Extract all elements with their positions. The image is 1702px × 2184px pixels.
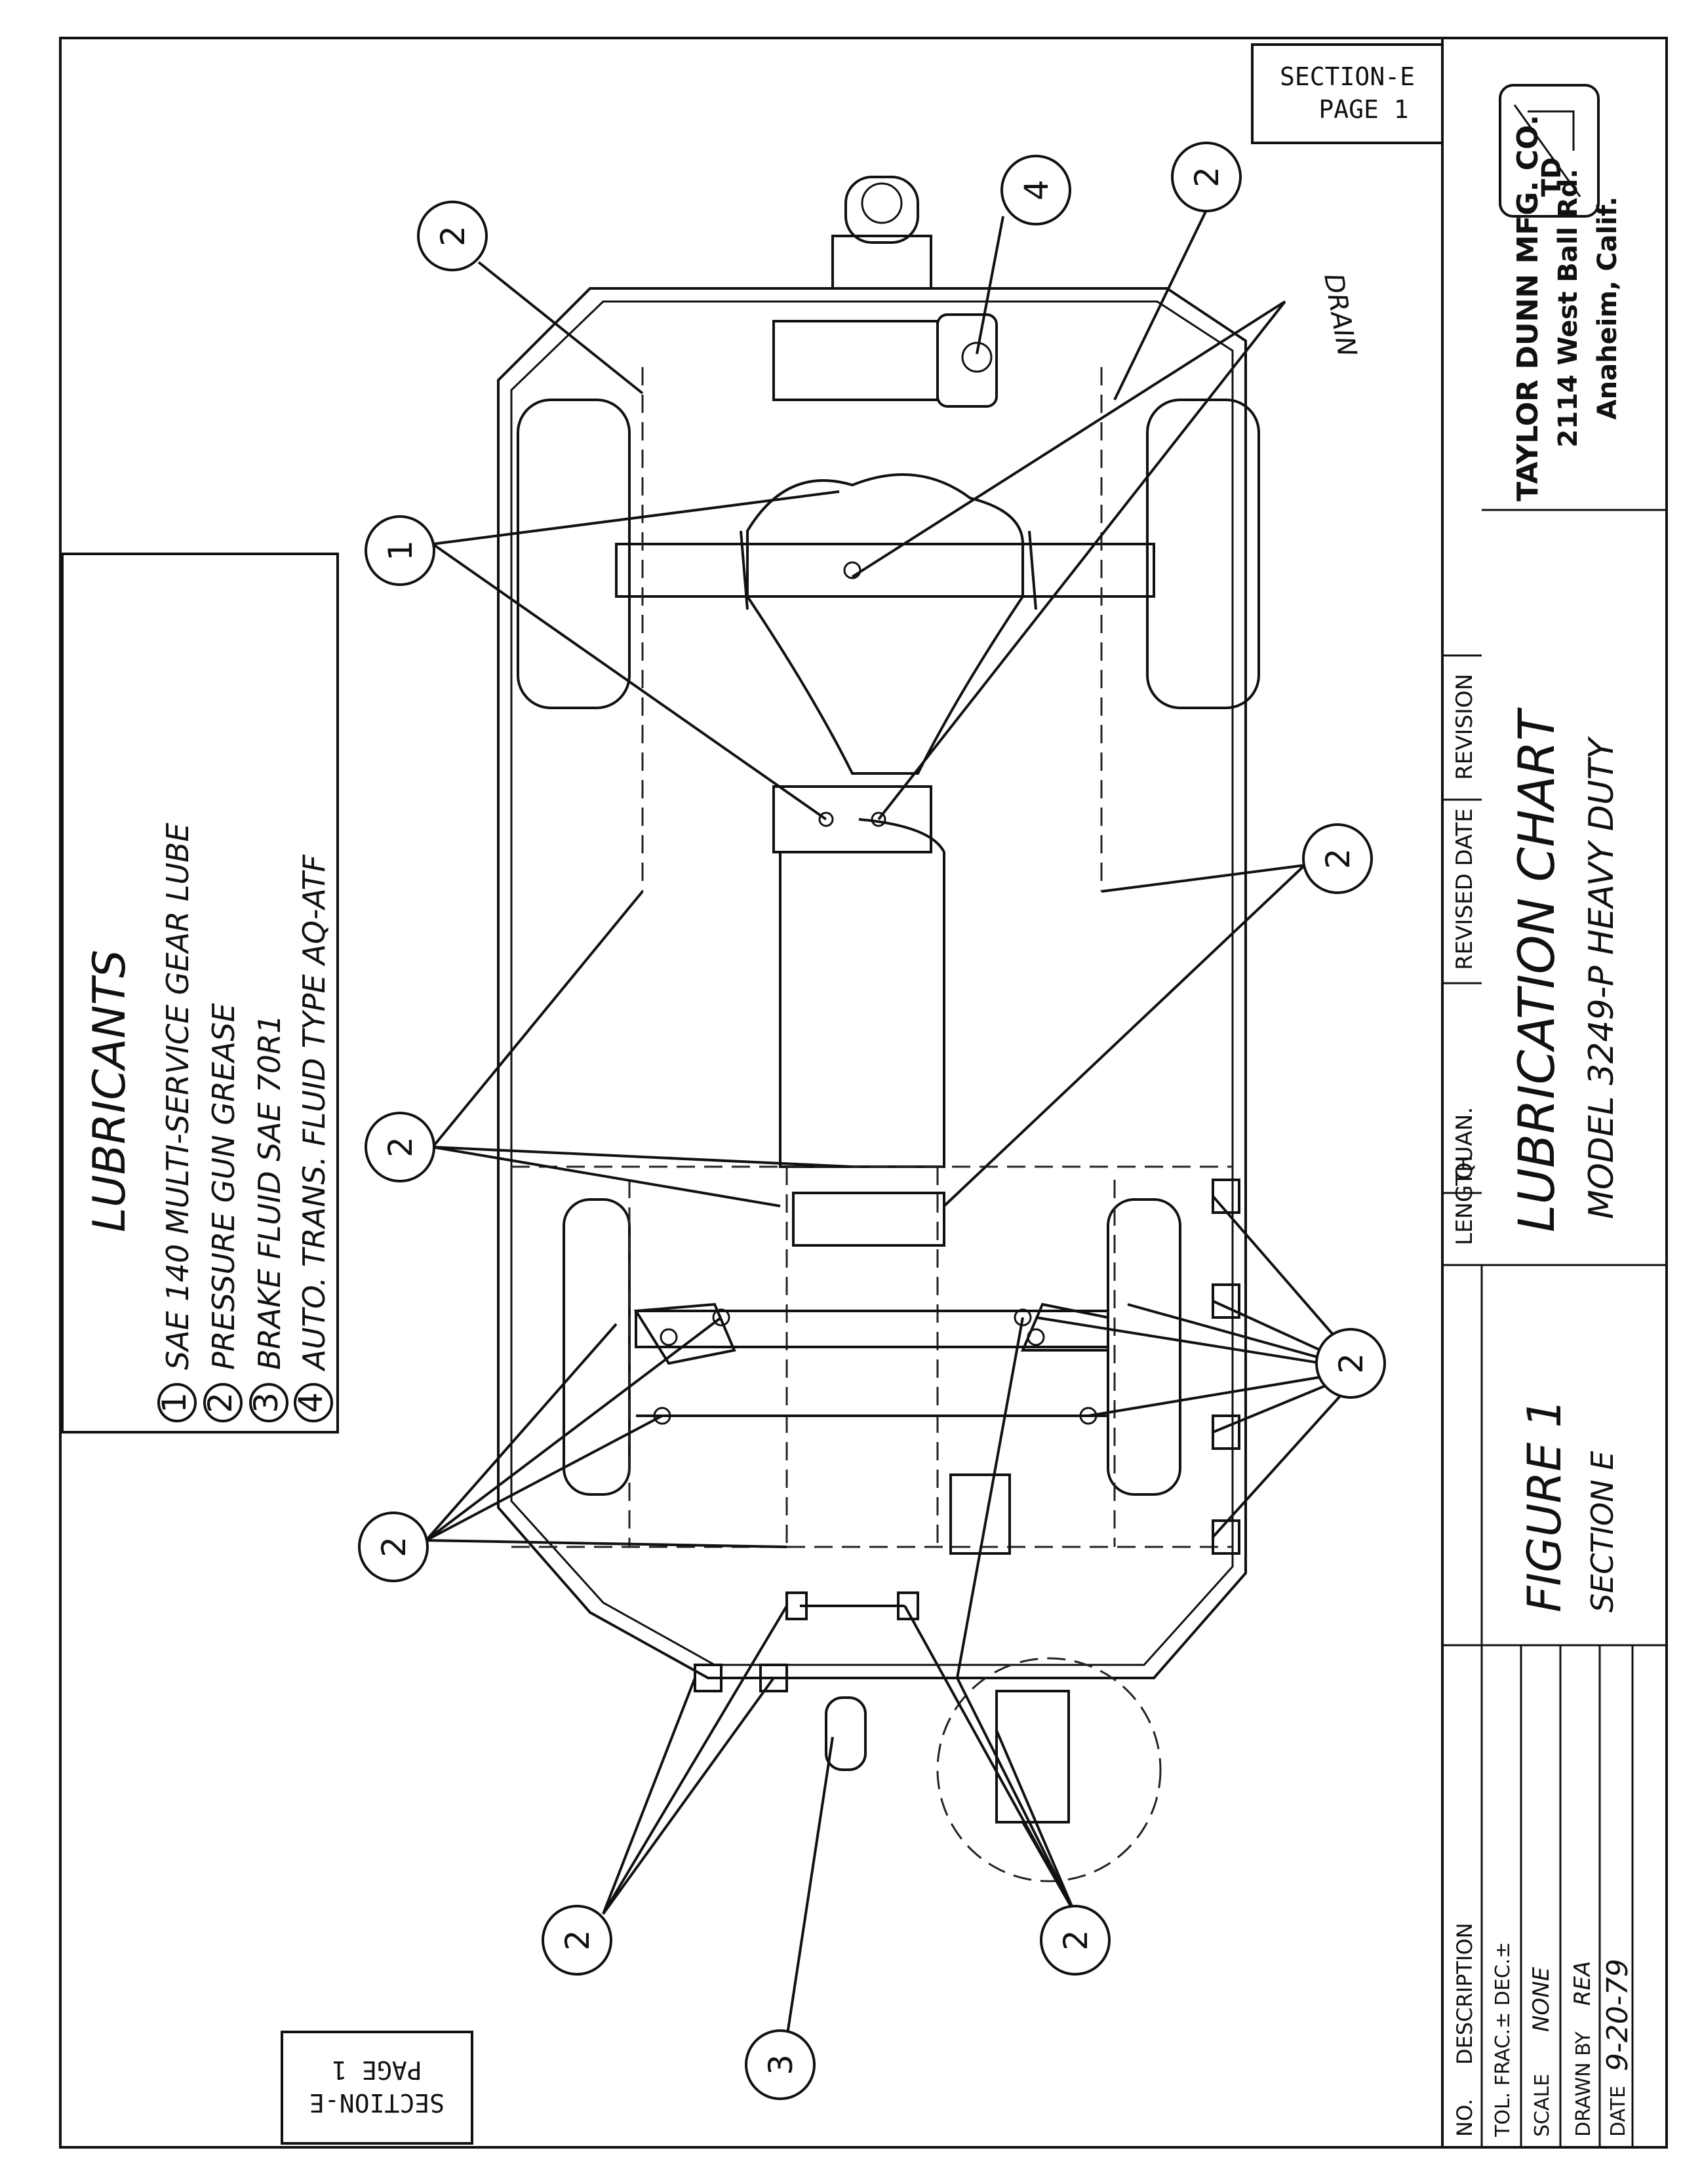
section-tag-line1: SECTION-E: [1280, 62, 1415, 91]
callout-2-bumper-left: 2: [542, 1905, 612, 1976]
lubricant-text-1: SAE 140 MULTI-SERVICE GEAR LUBE: [160, 823, 195, 1370]
svg-text:2: 2: [382, 1137, 420, 1158]
chart-subtitle: MODEL 3249-P HEAVY DUTY: [1582, 735, 1621, 1219]
front-wheel-right: [1107, 1198, 1181, 1496]
company-logo: TD: [1499, 84, 1600, 218]
date-value: 9-20-79: [1601, 1959, 1634, 2071]
svg-text:1: 1: [382, 540, 420, 561]
lubricant-num-1: 1: [155, 1392, 193, 1413]
drawn-by-label: DRAWN BY: [1572, 2031, 1595, 2137]
lubricant-item-1: 1 SAE 140 MULTI-SERVICE GEAR LUBE: [155, 823, 197, 1422]
lubricant-item-4: 4 AUTO. TRANS. FLUID TYPE AQ-ATF: [292, 854, 333, 1422]
drain-label: DRAIN: [1318, 271, 1362, 359]
leader-lines: [425, 196, 1365, 2039]
svg-text:2: 2: [1057, 1930, 1095, 1951]
svg-text:2: 2: [1332, 1353, 1370, 1374]
callout-2-mid-right: 2: [1302, 823, 1373, 894]
lubricant-num-4: 4: [292, 1392, 330, 1413]
callout-2-bumper-right: 2: [1040, 1905, 1111, 1976]
mirrored-section-tag-box: [281, 2031, 473, 2145]
mirrored-tag-line2: PAGE 1: [332, 2056, 422, 2084]
callout-3: 3: [745, 2029, 816, 2100]
rear-wheel-right: [1146, 399, 1260, 709]
no-label: NO.: [1452, 2099, 1477, 2137]
svg-text:2: 2: [434, 225, 472, 246]
company-address: 2114 West Ball Rd.: [1553, 168, 1583, 447]
callout-4: 4: [1000, 155, 1071, 225]
col-quan-label: QUAN.: [1452, 1107, 1478, 1180]
lubricant-num-2: 2: [201, 1392, 239, 1413]
callout-2-front-left: 2: [358, 1511, 429, 1582]
figure-label: FIGURE 1: [1518, 1399, 1572, 1612]
drawn-by-value: REA: [1570, 1961, 1596, 2006]
svg-text:2: 2: [375, 1536, 413, 1557]
lubricant-text-3: BRAKE FLUID SAE 70R1: [252, 1015, 287, 1370]
rear-wheel-left: [517, 399, 631, 709]
callout-1: 1: [365, 515, 435, 586]
lubricant-num-3: 3: [247, 1392, 285, 1413]
callout-2-rear-left: 2: [417, 201, 488, 271]
col-revision-label: REVISION: [1452, 674, 1478, 780]
description-label: DESCRIPTION: [1452, 1922, 1477, 2065]
mirrored-section-tag: SECTION-E PAGE 1: [309, 2056, 445, 2117]
section-tag-box: [1251, 43, 1444, 144]
chart-title: LUBRICATION CHART: [1507, 707, 1566, 1232]
svg-text:4: 4: [1018, 180, 1056, 201]
company-city: Anaheim, Calif.: [1593, 197, 1623, 420]
scale-label: SCALE: [1531, 2074, 1554, 2137]
svg-text:2: 2: [559, 1930, 597, 1951]
svg-text:2: 2: [1319, 848, 1357, 869]
lubricants-title: LUBRICANTS: [84, 950, 136, 1232]
lubricant-text-4: AUTO. TRANS. FLUID TYPE AQ-ATF: [296, 854, 332, 1372]
lubricant-item-2: 2 PRESSURE GUN GREASE: [201, 1003, 243, 1422]
lubricant-item-3: 3 BRAKE FLUID SAE 70R1: [247, 1015, 288, 1422]
callout-2-front-right: 2: [1315, 1328, 1386, 1399]
company-block: TAYLOR DUNN MFG. CO. 2114 West Ball Rd. …: [1511, 115, 1623, 501]
company-name: TAYLOR DUNN MFG. CO.: [1511, 115, 1545, 501]
svg-text:3: 3: [762, 2054, 800, 2075]
scale-value: NONE: [1528, 1966, 1554, 2032]
date-label: DATE: [1607, 2086, 1630, 2137]
mirrored-tag-line1: SECTION-E: [309, 2088, 445, 2117]
brake-master-cylinder: [825, 1696, 867, 1771]
svg-text:2: 2: [1188, 166, 1226, 187]
callout-2-mid-left: 2: [365, 1112, 435, 1182]
lubricant-text-2: PRESSURE GUN GREASE: [206, 1003, 241, 1370]
col-length-label: LENGTH: [1452, 1156, 1478, 1245]
sheet-border: [59, 37, 1668, 2149]
section-label: SECTION E: [1585, 1451, 1620, 1612]
lubricants-box: [61, 553, 339, 1433]
section-tag-line2: PAGE 1: [1318, 95, 1408, 124]
tolerance-label: TOL. FRAC.± DEC.±: [1492, 1942, 1514, 2137]
callout-2-rear-right: 2: [1171, 142, 1242, 212]
col-revised-date-label: REVISED DATE: [1452, 808, 1478, 970]
vehicle-chassis: [497, 176, 1260, 1882]
logo-letters: TD: [1537, 157, 1567, 197]
